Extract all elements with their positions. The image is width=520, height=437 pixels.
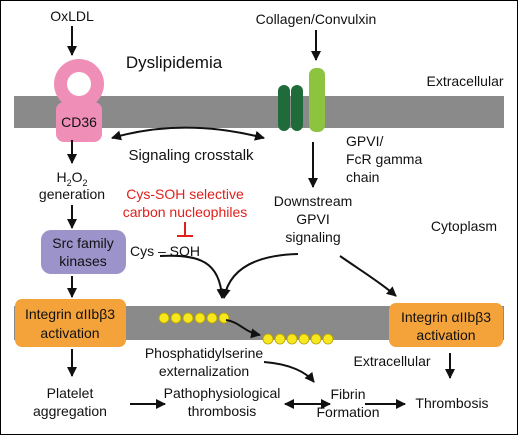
- collagen-label: Collagen/Convulxin: [256, 11, 377, 27]
- arrows: [67, 26, 455, 409]
- src-kinase-line2: kinases: [59, 253, 106, 269]
- platelet-line2: aggregation: [33, 403, 107, 419]
- integrin-left-box: [15, 299, 126, 347]
- fibrin-line1: Fibrin: [330, 386, 365, 402]
- integrin-left-line1: Integrin αIIbβ3: [25, 306, 115, 322]
- thrombosis-label: Thrombosis: [415, 395, 488, 411]
- fibrin-line2: Formation: [316, 404, 379, 420]
- ps-line2: externalization: [159, 363, 249, 379]
- extracellular-right-label: Extracellular: [353, 353, 430, 369]
- platelet-line1: Platelet: [47, 385, 94, 401]
- downstream-line1: Downstream: [274, 193, 353, 209]
- downstream-line2: GPVI: [296, 211, 329, 227]
- src-kinase-line1: Src family: [52, 235, 113, 251]
- gpvi-label-line1: GPVI/: [346, 133, 383, 149]
- cytoplasm-label: Cytoplasm: [431, 218, 497, 234]
- gpvi-label-line2: FcR gamma: [346, 151, 422, 167]
- integrin-right-line2: activation: [416, 327, 475, 343]
- h2o2-label: H2O2: [56, 169, 87, 188]
- patho-line1: Pathophysiological: [164, 385, 281, 401]
- cd36-label: CD36: [61, 114, 97, 130]
- ps-line1: Phosphatidylserine: [145, 345, 264, 361]
- extracellular-top-label: Extracellular: [426, 73, 503, 89]
- phosphatidylserine-lipids: [158, 312, 334, 345]
- inhibition-symbol: [177, 222, 193, 237]
- src-kinase-box: [41, 230, 126, 274]
- cd36-receptor: CD36: [54, 59, 104, 142]
- patho-line2: thrombosis: [188, 403, 256, 419]
- integrin-left-line2: activation: [40, 325, 99, 341]
- cys-soh-inhibitor-line1: Cys-SOH selective: [126, 186, 244, 202]
- dyslipidemia-label: Dyslipidemia: [126, 53, 223, 72]
- crosstalk-label: Signaling crosstalk: [128, 147, 254, 164]
- cys-soh-inhibitor-line2: carbon nucleophiles: [123, 204, 248, 220]
- integrin-right-box: [389, 303, 503, 347]
- gpvi-label-line3: chain: [346, 169, 379, 185]
- integrin-right-line1: Integrin αIIbβ3: [401, 309, 491, 325]
- downstream-line3: signaling: [285, 229, 340, 245]
- generation-label: generation: [39, 186, 105, 202]
- cys-soh-label: Cys – SOH: [130, 243, 200, 259]
- gpvi-receptor: [278, 68, 325, 132]
- oxldl-label: OxLDL: [50, 8, 94, 24]
